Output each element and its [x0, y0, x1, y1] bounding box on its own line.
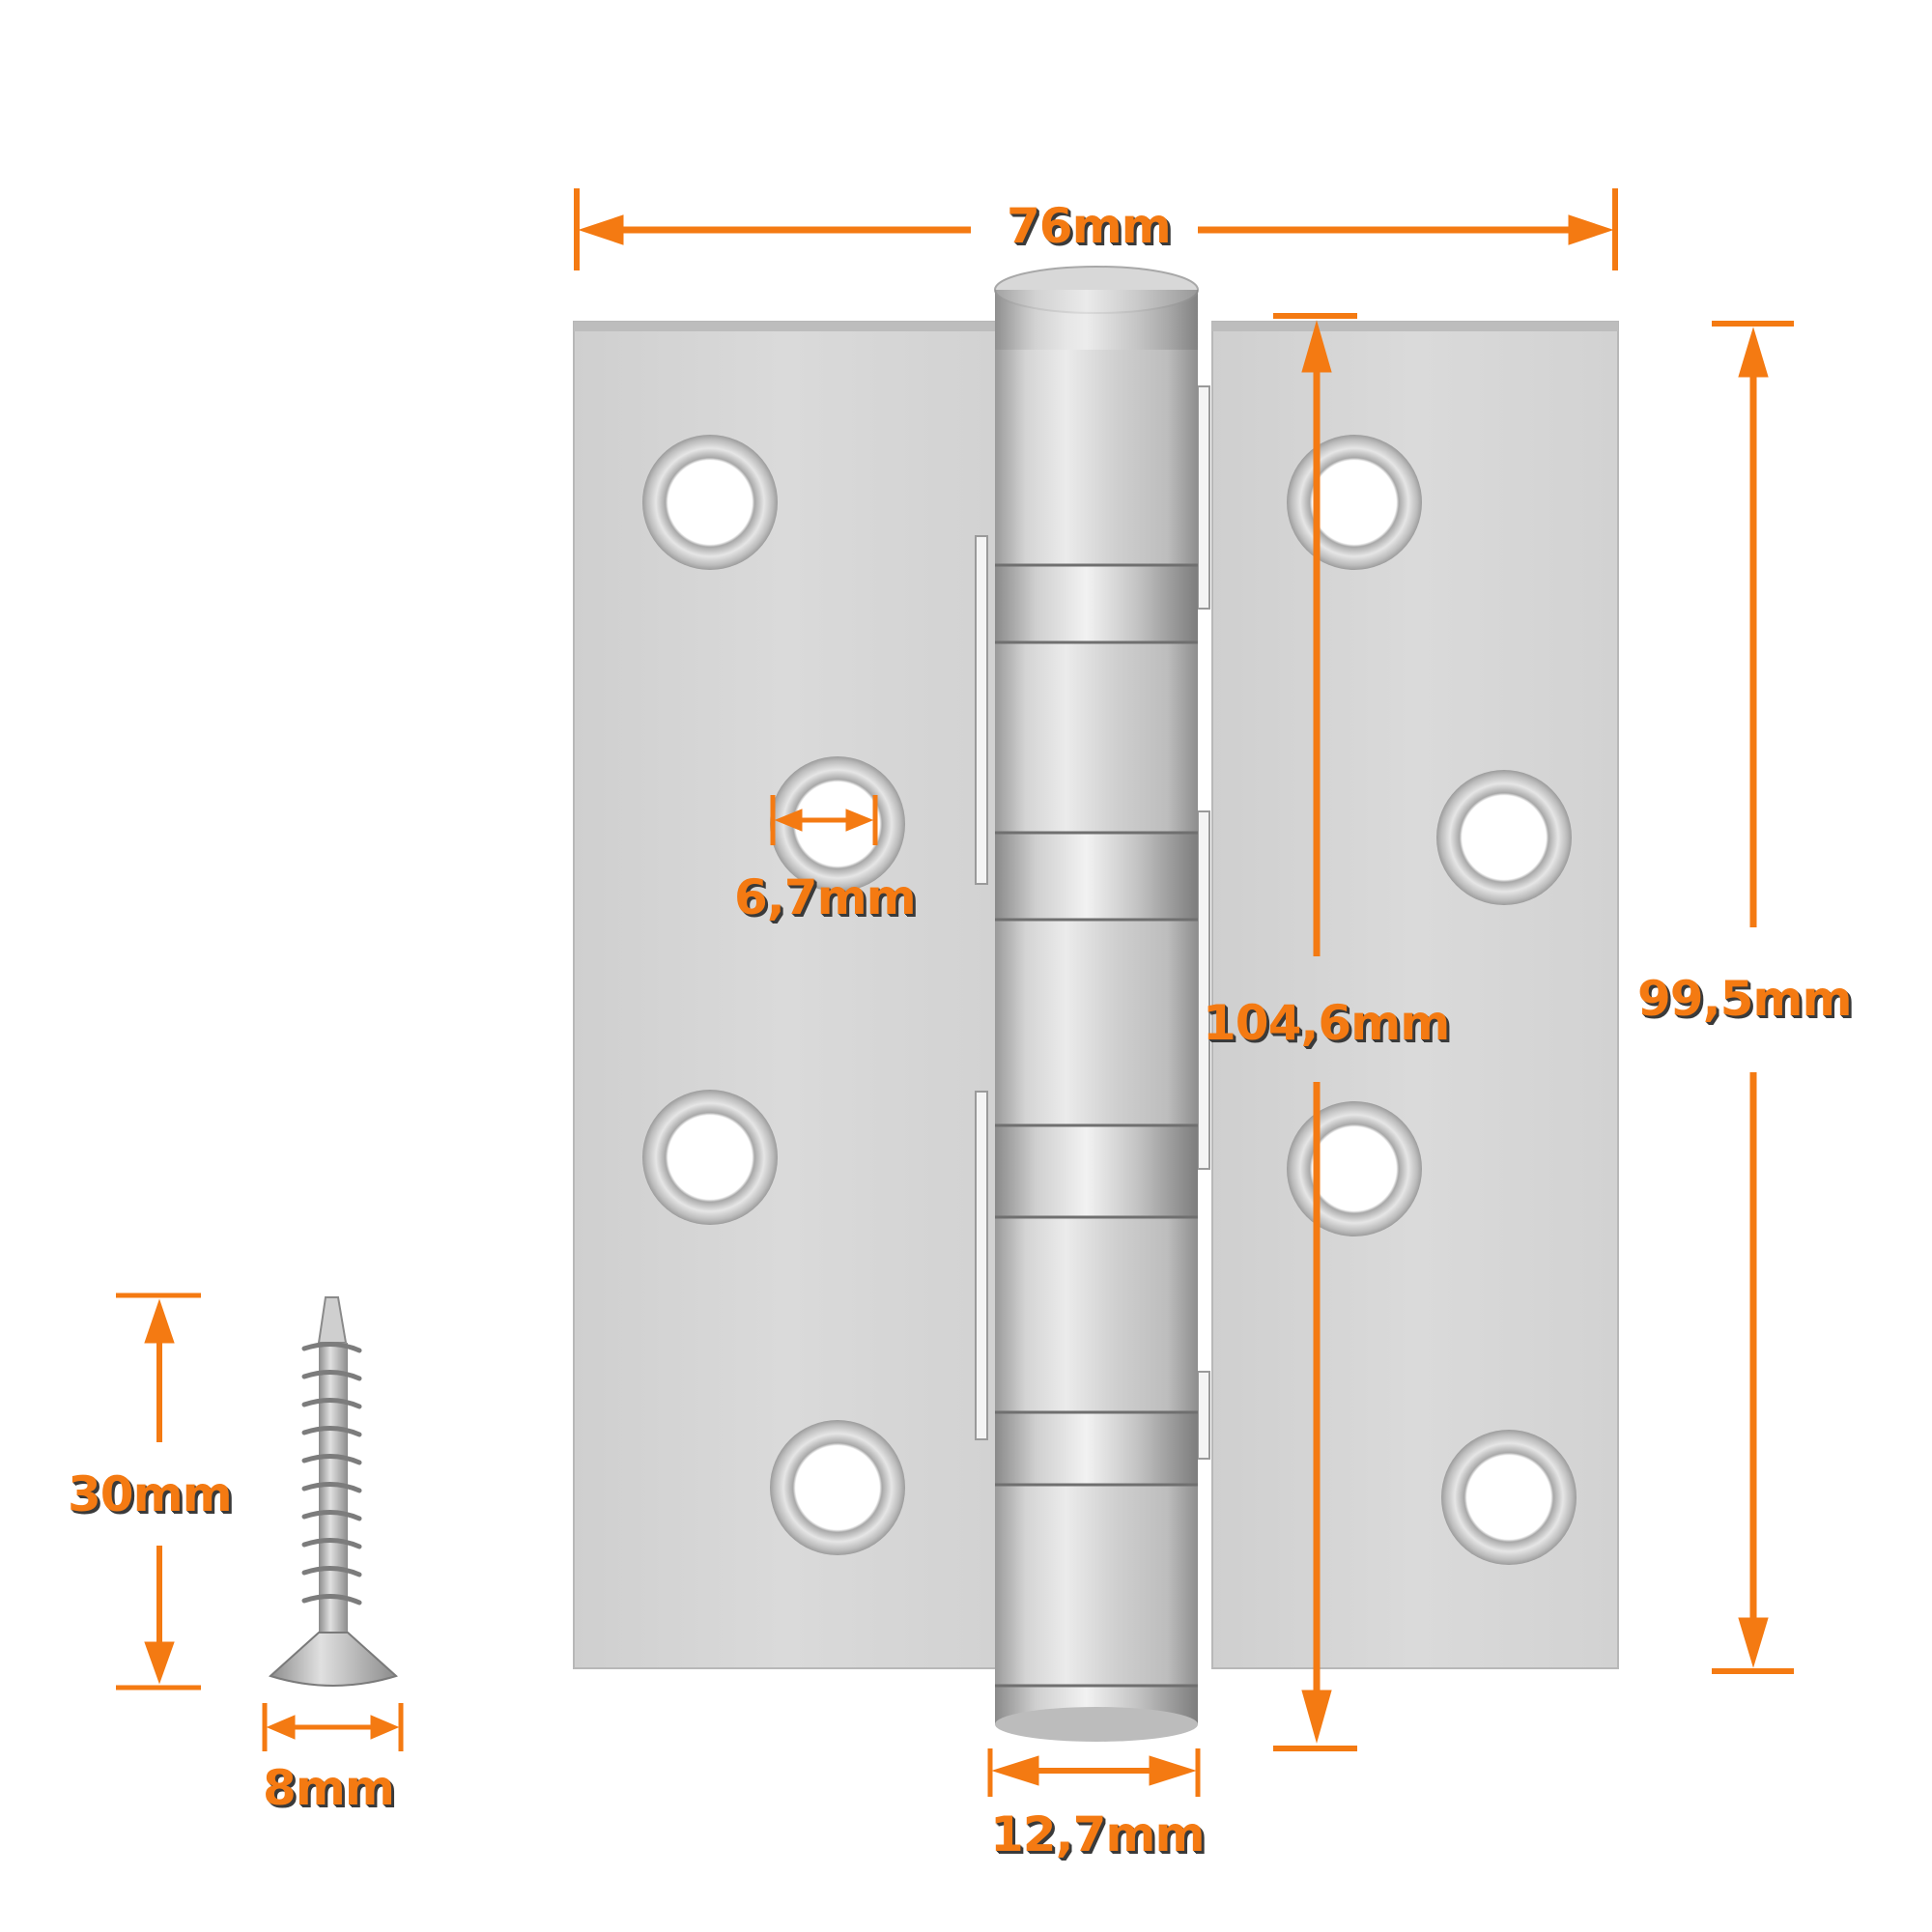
hinge-knuckle [994, 266, 1199, 1742]
right-leaf [1211, 321, 1619, 1669]
dimension-lines [116, 188, 1794, 1797]
hole-diameter-label: 6,7mm [734, 869, 917, 925]
bearing-ring [995, 833, 1198, 920]
knuckle-diameter-label: 12,7mm [990, 1806, 1206, 1862]
left-leaf [573, 321, 997, 1669]
width-dimension-label: 76mm [1007, 198, 1172, 254]
right-leaf-holes [1287, 435, 1577, 1565]
leaf-tabs [975, 385, 1210, 1460]
bearing-ring [995, 565, 1198, 642]
bearing-ring [995, 1412, 1198, 1485]
knuckle-length-label: 104,6mm [1203, 995, 1450, 1051]
left-leaf-holes [642, 435, 905, 1555]
screw-length-label: 30mm [68, 1466, 233, 1522]
bearing-ring [995, 1125, 1198, 1217]
screw-head-diameter-label: 8mm [263, 1760, 395, 1816]
leaf-height-label: 99,5mm [1637, 971, 1853, 1027]
screw [269, 1296, 398, 1687]
